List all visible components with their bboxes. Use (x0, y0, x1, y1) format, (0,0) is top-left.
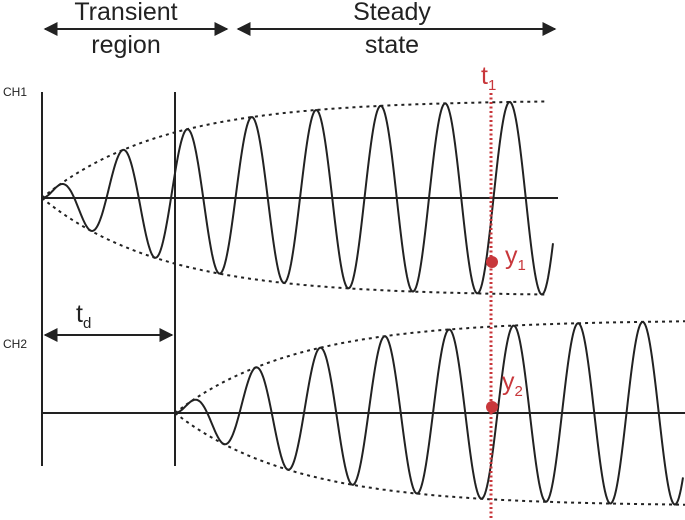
ch1-envelope-lower (41, 197, 549, 296)
transient-label-line2: region (91, 31, 161, 59)
y2-point (486, 401, 498, 413)
y1-point (486, 256, 498, 268)
transient-label-line1: Transient (74, 0, 177, 26)
ch2-envelope-lower (174, 412, 685, 506)
td-label: td (76, 300, 91, 332)
ch1-waveform (41, 100, 554, 296)
ch1-envelope-upper (41, 100, 549, 199)
t1-label: t1 (481, 62, 496, 94)
steady-label-line2: state (365, 31, 419, 59)
ch2-label: CH2 (3, 337, 27, 351)
y2-label: y2 (502, 368, 523, 400)
ch2-waveform (174, 320, 684, 506)
ch1-label: CH1 (3, 85, 27, 99)
ch2-envelope-upper (174, 320, 685, 414)
y1-label: y1 (505, 242, 526, 274)
steady-label-line1: Steady (353, 0, 431, 26)
